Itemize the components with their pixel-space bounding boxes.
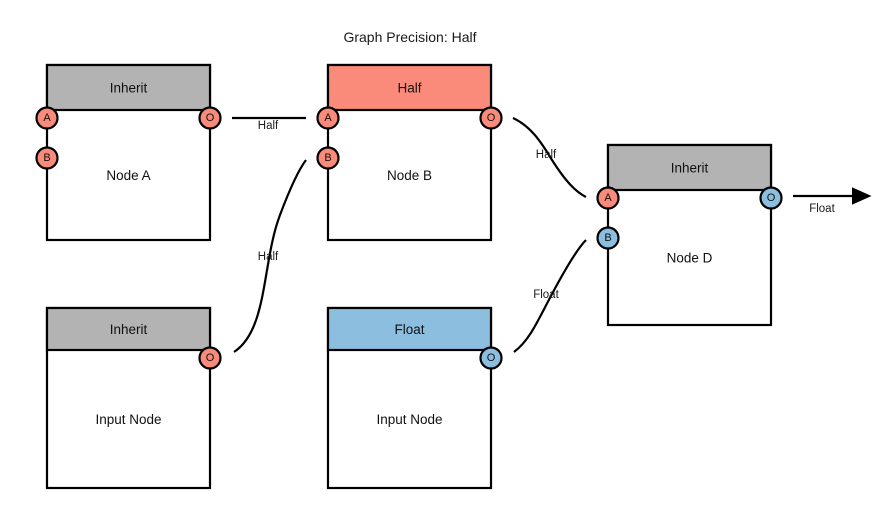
port-circle-icon[interactable] — [479, 106, 503, 130]
port-circle-icon[interactable] — [316, 146, 340, 170]
node-title: Input Node — [376, 412, 442, 427]
port-circle-icon[interactable] — [198, 106, 222, 130]
port-label: O — [206, 352, 215, 364]
node-title: Node A — [106, 168, 150, 183]
node-header[interactable] — [326, 306, 493, 352]
edge-label: Half — [536, 149, 557, 161]
edge-label: Float — [533, 289, 559, 301]
input-port-a[interactable]: A — [35, 106, 59, 130]
node-header[interactable] — [45, 63, 212, 112]
port-label: A — [604, 192, 612, 204]
port-circle-icon[interactable] — [596, 186, 620, 210]
node-header-label: Half — [397, 81, 421, 96]
input-port-b[interactable]: B — [316, 146, 340, 170]
port-circle-icon[interactable] — [759, 186, 783, 210]
port-label: B — [43, 152, 50, 164]
output-port-o[interactable]: O — [198, 346, 222, 370]
edge-inputleft-to-nodeb[interactable]: Half — [233, 159, 307, 353]
port-circle-icon[interactable] — [479, 346, 503, 370]
port-circle-icon[interactable] — [596, 226, 620, 250]
node-title: Node B — [387, 168, 432, 183]
node-header[interactable] — [326, 63, 493, 112]
edge-inputmiddle-to-noded[interactable]: Float — [513, 239, 587, 353]
port-label: A — [43, 112, 51, 124]
edge-line[interactable] — [512, 117, 587, 198]
node-header-label: Inherit — [110, 322, 148, 337]
node-header[interactable] — [606, 143, 773, 192]
edge-label: Half — [258, 251, 279, 263]
port-label: A — [324, 112, 332, 124]
node-header-label: Inherit — [110, 81, 148, 96]
node-header[interactable] — [45, 306, 212, 352]
port-label: O — [487, 112, 496, 124]
output-port-o[interactable]: O — [479, 106, 503, 130]
input-port-b[interactable]: B — [35, 146, 59, 170]
port-label: O — [487, 352, 496, 364]
node-title: Node D — [667, 251, 713, 266]
port-circle-icon[interactable] — [316, 106, 340, 130]
graph-output[interactable]: Float — [793, 187, 872, 215]
port-circle-icon[interactable] — [35, 106, 59, 130]
input-port-b[interactable]: B — [596, 226, 620, 250]
edge-nodeb-to-noded[interactable]: Half — [512, 117, 587, 198]
output-port-o[interactable]: O — [479, 346, 503, 370]
output-arrow-label: Float — [809, 203, 835, 215]
port-label: B — [604, 232, 611, 244]
output-port-o[interactable]: O — [198, 106, 222, 130]
port-label: O — [206, 112, 215, 124]
edge-nodea-to-nodeb[interactable]: Half — [232, 116, 306, 132]
output-port-o[interactable]: O — [759, 186, 783, 210]
port-label: B — [324, 152, 331, 164]
input-port-a[interactable]: A — [596, 186, 620, 210]
node-header-label: Inherit — [671, 161, 709, 176]
port-label: O — [767, 192, 776, 204]
port-circle-icon[interactable] — [35, 146, 59, 170]
page-title: Graph Precision: Half — [343, 29, 476, 45]
node-header-label: Float — [394, 322, 424, 337]
input-port-a[interactable]: A — [316, 106, 340, 130]
graph-output-layer: Float — [793, 187, 872, 215]
edge-line[interactable] — [513, 239, 587, 353]
node-title: Input Node — [95, 412, 161, 427]
port-circle-icon[interactable] — [198, 346, 222, 370]
edge-line[interactable] — [233, 159, 307, 353]
edge-label: Half — [258, 120, 279, 132]
